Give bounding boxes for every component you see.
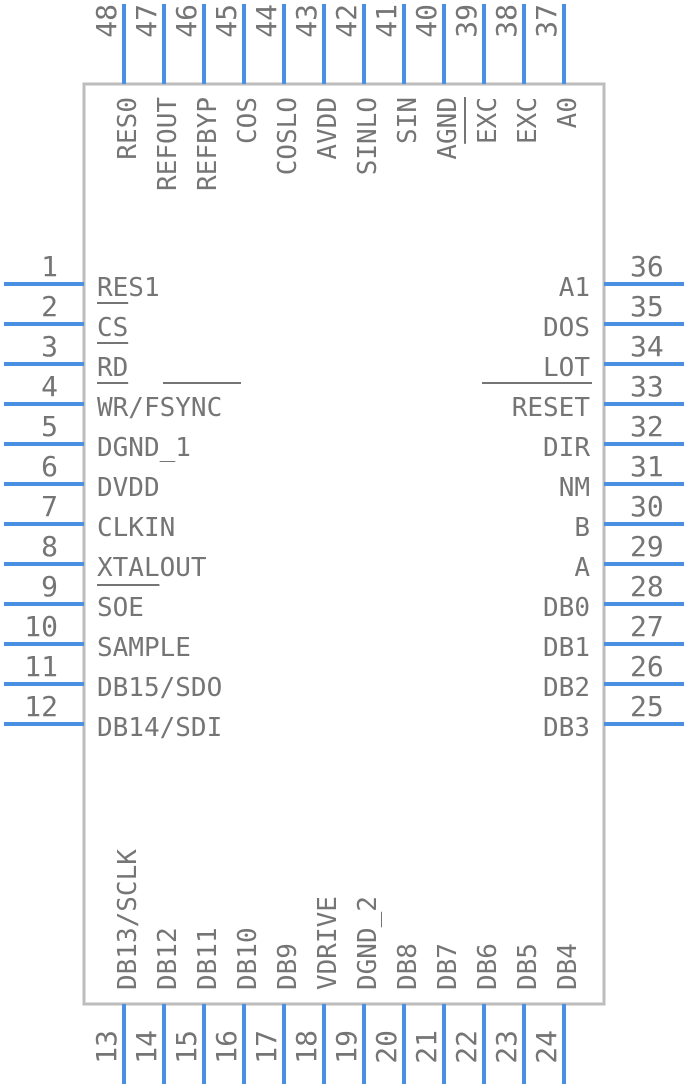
pin-label-8: XTALOUT [97, 553, 207, 583]
pin-label-48: RES0 [113, 97, 143, 160]
pin-label-34: LOT [543, 353, 590, 383]
pin-label-11: DB15/SDO [97, 673, 222, 703]
pin-number-2: 2 [41, 290, 58, 323]
pin-number-15: 15 [170, 1030, 203, 1064]
pin-label-4: WR/FSYNC [97, 393, 222, 423]
pin-number-16: 16 [210, 1030, 243, 1064]
pin-label-9: SOE [97, 593, 144, 623]
pin-label-19: DGND_2 [353, 896, 383, 990]
pin-label-45: COS [233, 97, 263, 144]
pin-number-18: 18 [290, 1030, 323, 1064]
pin-number-32: 32 [630, 410, 664, 443]
pin-label-37: A0 [553, 97, 583, 128]
pin-number-25: 25 [630, 690, 664, 723]
pin-label-44: COSLO [273, 97, 303, 175]
pin-label-47: REFOUT [153, 97, 183, 191]
pin-number-7: 7 [41, 490, 58, 523]
pin-label-31: NM [559, 473, 590, 503]
pin-number-19: 19 [330, 1030, 363, 1064]
pin-label-38: EXC [513, 97, 543, 144]
pin-label-2: CS [97, 313, 128, 343]
pin-number-38: 38 [490, 4, 523, 38]
pin-label-26: DB2 [543, 673, 590, 703]
pin-number-9: 9 [41, 570, 58, 603]
pin-number-3: 3 [41, 330, 58, 363]
pin-number-45: 45 [210, 4, 243, 38]
pin-number-29: 29 [630, 530, 664, 563]
pin-label-24: DB4 [553, 943, 583, 990]
ic-body [82, 82, 606, 1006]
pin-number-11: 11 [24, 650, 58, 683]
pin-number-23: 23 [490, 1030, 523, 1064]
pin-number-27: 27 [630, 610, 664, 643]
pin-label-5: DGND_1 [97, 433, 191, 463]
pin-number-46: 46 [170, 4, 203, 38]
pin-number-21: 21 [410, 1030, 443, 1064]
pin-label-7: CLKIN [97, 513, 175, 543]
pin-number-5: 5 [41, 410, 58, 443]
pin-number-1: 1 [41, 250, 58, 283]
pin-label-30: B [574, 513, 590, 543]
pin-label-6: DVDD [97, 473, 160, 503]
pin-label-10: SAMPLE [97, 633, 191, 663]
pin-number-12: 12 [24, 690, 58, 723]
pin-number-20: 20 [370, 1030, 403, 1064]
pin-number-47: 47 [130, 4, 163, 38]
pin-label-3: RD [97, 353, 128, 383]
pin-number-48: 48 [90, 4, 123, 38]
pin-label-32: DIR [543, 433, 590, 463]
pin-label-20: DB8 [393, 943, 423, 990]
pin-number-36: 36 [630, 250, 664, 283]
pin-label-35: DOS [543, 313, 590, 343]
pin-label-12: DB14/SDI [97, 713, 222, 743]
pin-number-17: 17 [250, 1030, 283, 1064]
pin-label-33: RESET [512, 393, 591, 423]
pin-label-22: DB6 [473, 943, 503, 990]
pin-label-25: DB3 [543, 713, 590, 743]
pin-number-30: 30 [630, 490, 664, 523]
pin-number-33: 33 [630, 370, 664, 403]
pin-number-22: 22 [450, 1030, 483, 1064]
pin-label-40: AGND [433, 97, 463, 160]
pin-number-40: 40 [410, 4, 443, 38]
pin-number-31: 31 [630, 450, 664, 483]
pin-label-42: SINLO [353, 97, 383, 175]
pin-label-41: SIN [393, 97, 423, 144]
pin-label-14: DB12 [153, 927, 183, 990]
pin-label-21: DB7 [433, 943, 463, 990]
pin-label-46: REFBYP [193, 97, 223, 191]
pin-number-39: 39 [450, 4, 483, 38]
pin-number-13: 13 [90, 1030, 123, 1064]
pin-label-43: AVDD [313, 97, 343, 160]
pin-label-15: DB11 [193, 927, 223, 990]
pin-number-42: 42 [330, 4, 363, 38]
pin-label-36: A1 [559, 273, 590, 303]
pin-number-43: 43 [290, 4, 323, 38]
pin-number-34: 34 [630, 330, 664, 363]
pin-number-10: 10 [24, 610, 58, 643]
pin-number-28: 28 [630, 570, 664, 603]
pin-number-24: 24 [530, 1030, 563, 1064]
pin-label-39: EXC [473, 97, 503, 144]
pin-number-26: 26 [630, 650, 664, 683]
pin-number-8: 8 [41, 530, 58, 563]
pin-number-14: 14 [130, 1030, 163, 1064]
pin-number-6: 6 [41, 450, 58, 483]
pin-label-16: DB10 [233, 927, 263, 990]
pin-label-27: DB1 [543, 633, 590, 663]
pin-number-41: 41 [370, 4, 403, 38]
pin-label-23: DB5 [513, 943, 543, 990]
pin-label-13: DB13/SCLK [113, 849, 143, 990]
pin-number-4: 4 [41, 370, 58, 403]
pin-label-28: DB0 [543, 593, 590, 623]
pin-number-37: 37 [530, 4, 563, 38]
pin-label-29: A [574, 553, 590, 583]
pin-number-35: 35 [630, 290, 664, 323]
pin-label-17: DB9 [273, 943, 303, 990]
pin-label-1: RES1 [97, 273, 160, 303]
pin-number-44: 44 [250, 4, 283, 38]
pin-label-18: VDRIVE [313, 896, 343, 990]
